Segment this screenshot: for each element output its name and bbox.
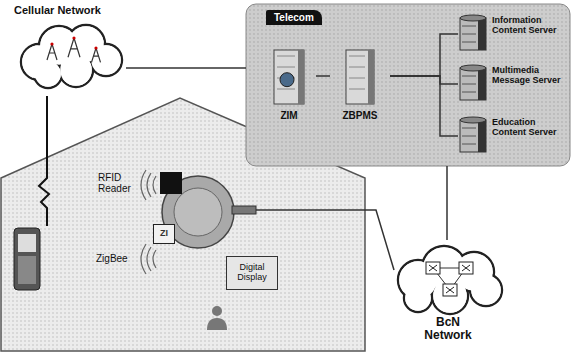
node-label: ZBPMS bbox=[330, 110, 390, 121]
zigbee-module-box: ZI bbox=[153, 224, 175, 244]
node-label: ZI bbox=[160, 229, 168, 239]
connector-line bbox=[316, 75, 330, 77]
content-server: Education Content Server bbox=[458, 116, 570, 160]
node-label: Telecom bbox=[266, 10, 322, 25]
cellular-network-cloud: Cellular Network bbox=[14, 4, 126, 96]
protocol-label: ZigBee bbox=[96, 253, 142, 264]
content-server: Multimedia Message Server bbox=[458, 64, 570, 108]
node-label: Information Content Server bbox=[492, 16, 570, 36]
node-label: BcN Network bbox=[413, 316, 483, 342]
server-node: ZBPMS bbox=[330, 44, 390, 134]
connector-line bbox=[446, 166, 448, 240]
node-label: Education Content Server bbox=[492, 118, 570, 138]
connector-line bbox=[390, 76, 458, 136]
connector-line bbox=[390, 34, 458, 76]
node-label: Digital Display bbox=[230, 263, 274, 283]
rfid-reader-symbol bbox=[160, 172, 182, 194]
bcn-network-cloud: BcN Network bbox=[388, 240, 508, 348]
wireless-link bbox=[39, 96, 49, 226]
connector-line bbox=[390, 76, 458, 84]
telecom-panel: TelecomZIM ZBPMS Information Content Serve… bbox=[246, 4, 570, 166]
node-icon bbox=[14, 4, 126, 96]
server-node: ZIM bbox=[262, 44, 316, 134]
telecom-panel bbox=[246, 4, 570, 166]
display-box: Digital Display bbox=[226, 256, 278, 290]
user-icon bbox=[207, 306, 227, 330]
node-label: Cellular Network bbox=[14, 4, 126, 16]
radio-waves bbox=[141, 170, 156, 274]
node-label: Multimedia Message Server bbox=[492, 66, 570, 86]
node-label: ZIM bbox=[262, 110, 316, 121]
connector-line bbox=[126, 67, 246, 69]
content-server: Information Content Server bbox=[458, 14, 570, 58]
mobile-phone bbox=[14, 228, 40, 290]
device-label: RFID Reader bbox=[98, 172, 142, 194]
